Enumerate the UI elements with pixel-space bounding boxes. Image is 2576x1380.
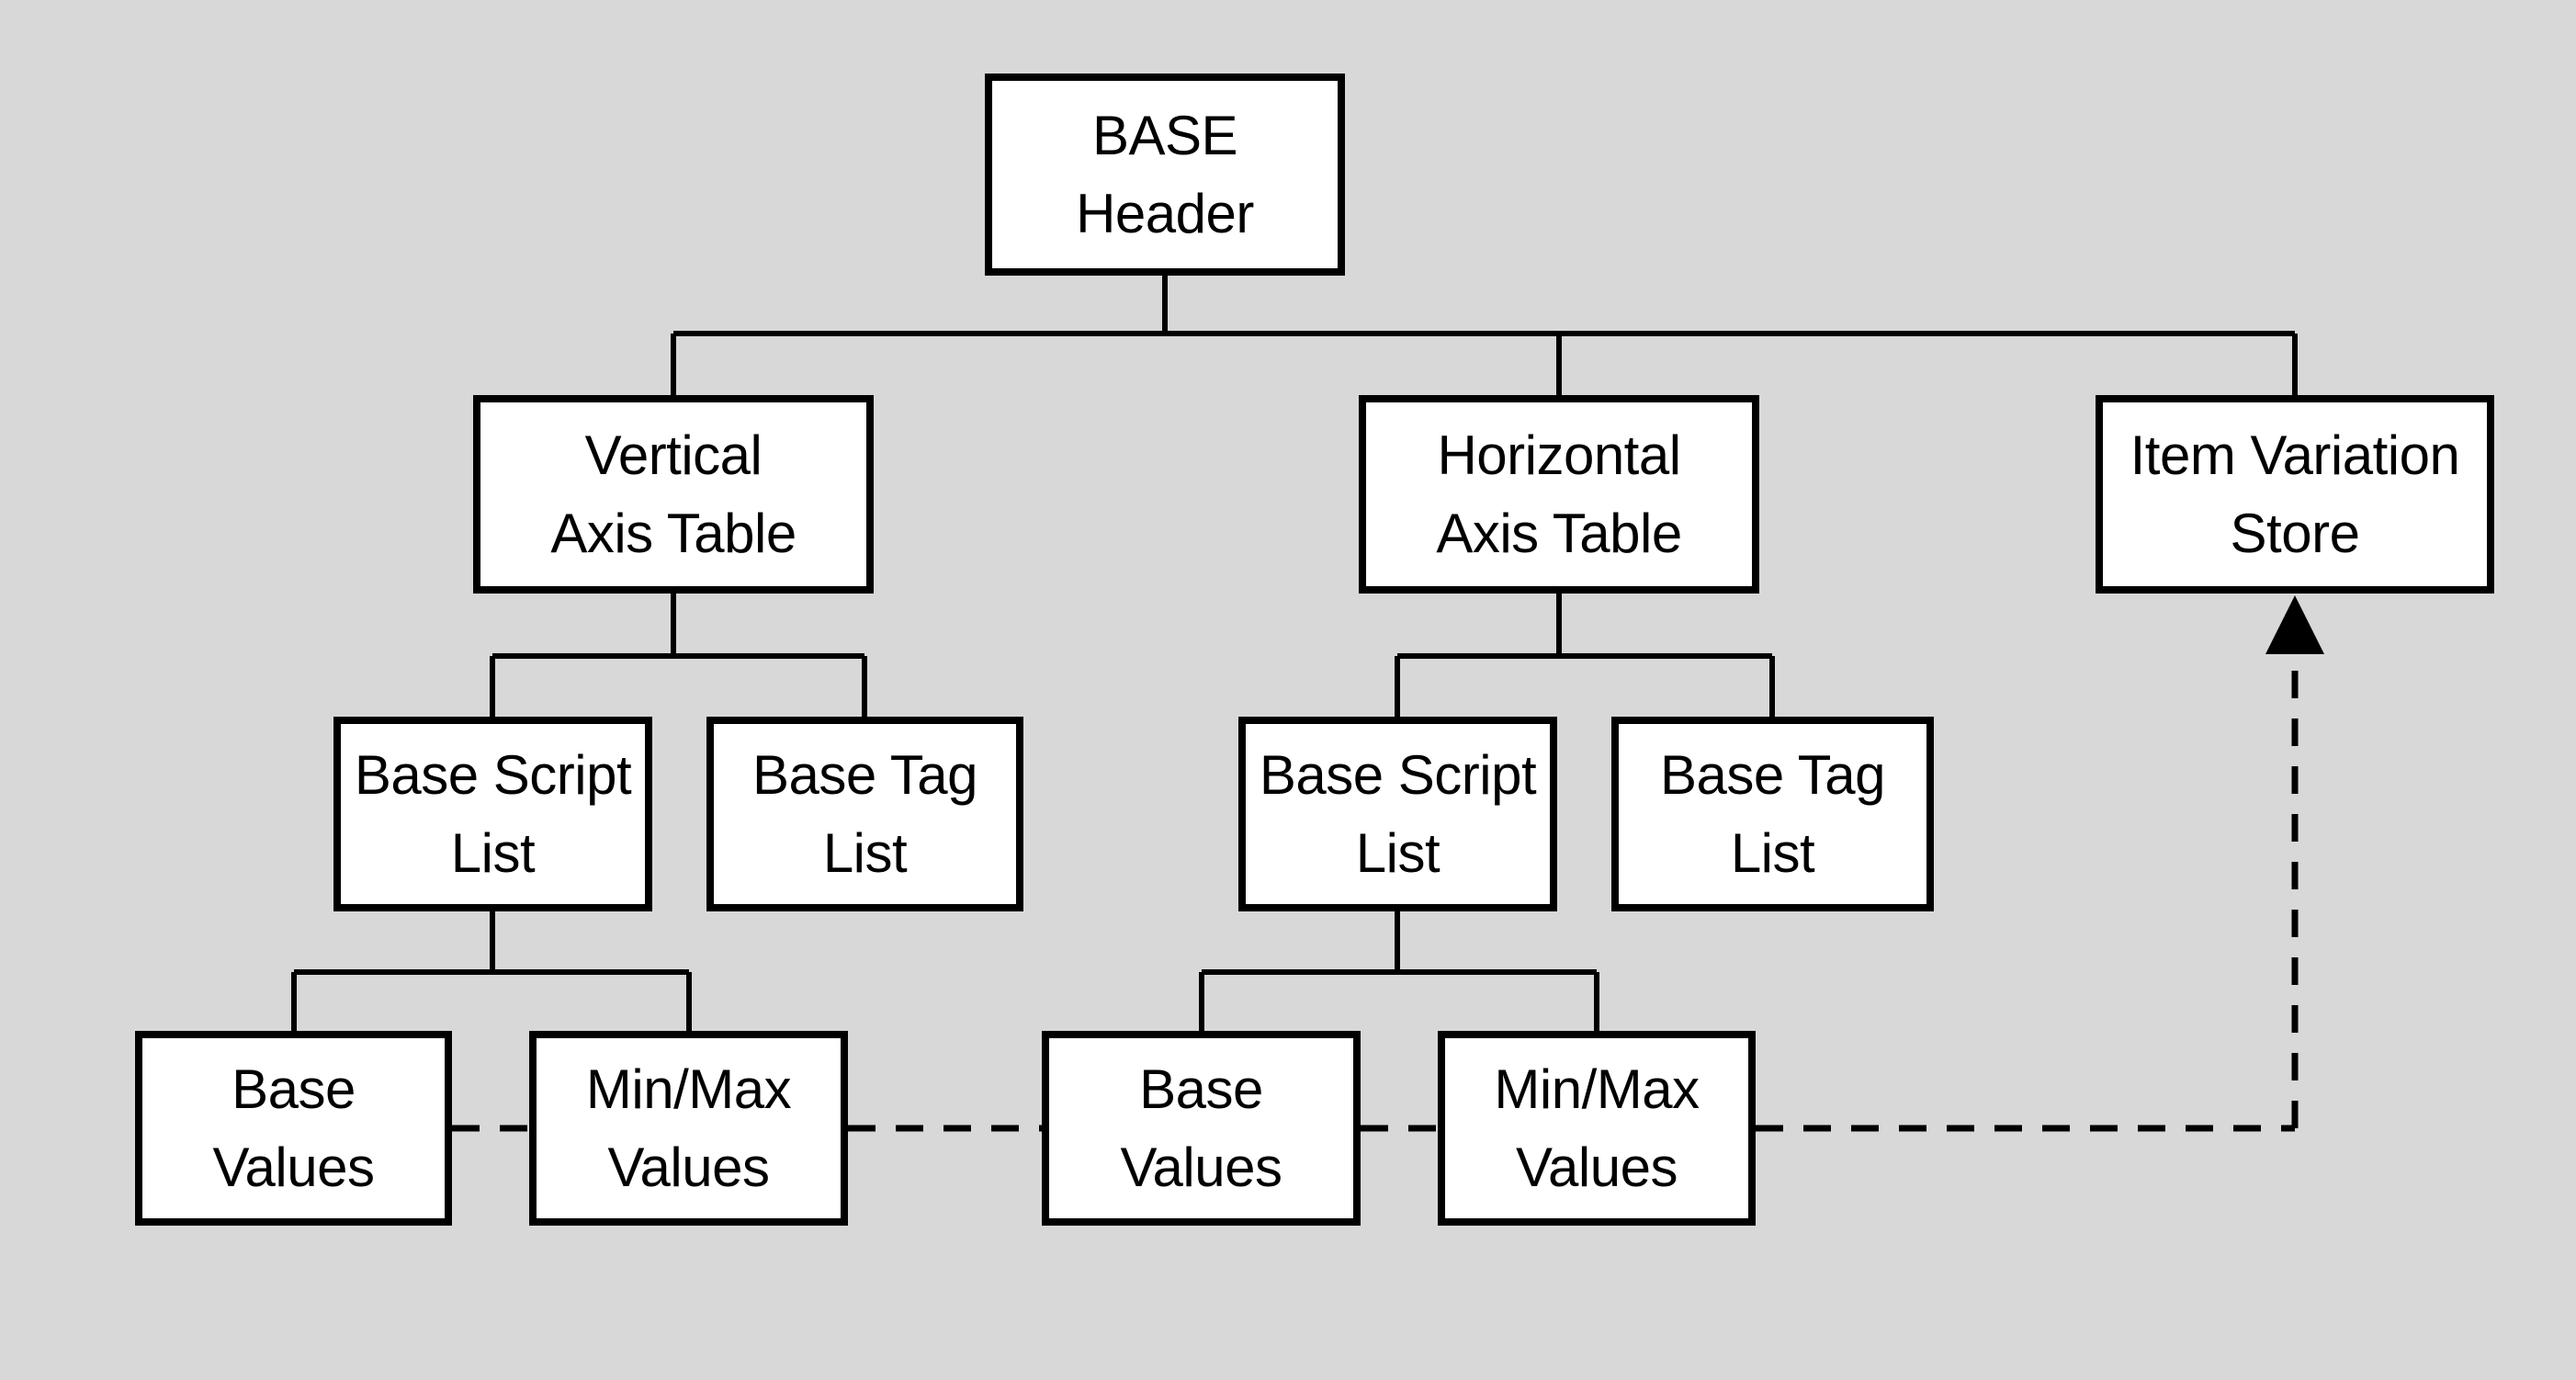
node-base-script-list-right: Base Script List	[1238, 717, 1557, 911]
tree-connector-level3-left	[291, 911, 692, 1031]
node-base-values-right: Base Values	[1042, 1031, 1361, 1226]
node-base-values-left: Base Values	[135, 1031, 452, 1226]
node-vertical-axis-table: Vertical Axis Table	[473, 395, 874, 594]
node-item-variation-store: Item Variation Store	[2096, 395, 2494, 594]
node-base-script-list-left: Base Script List	[333, 717, 652, 911]
tree-connector-level2-left	[490, 594, 867, 717]
node-horizontal-axis-table: Horizontal Axis Table	[1359, 395, 1759, 594]
node-base-header: BASE Header	[985, 74, 1345, 276]
node-minmax-values-right: Min/Max Values	[1438, 1031, 1756, 1226]
tree-connector-level3-right	[1199, 911, 1599, 1031]
tree-connector-level2-right	[1395, 594, 1775, 717]
node-base-tag-list-left: Base Tag List	[706, 717, 1023, 911]
up-arrowhead-icon	[2265, 595, 2324, 654]
node-minmax-values-left: Min/Max Values	[529, 1031, 848, 1226]
tree-connector-level1	[671, 276, 2298, 395]
node-base-tag-list-right: Base Tag List	[1611, 717, 1934, 911]
